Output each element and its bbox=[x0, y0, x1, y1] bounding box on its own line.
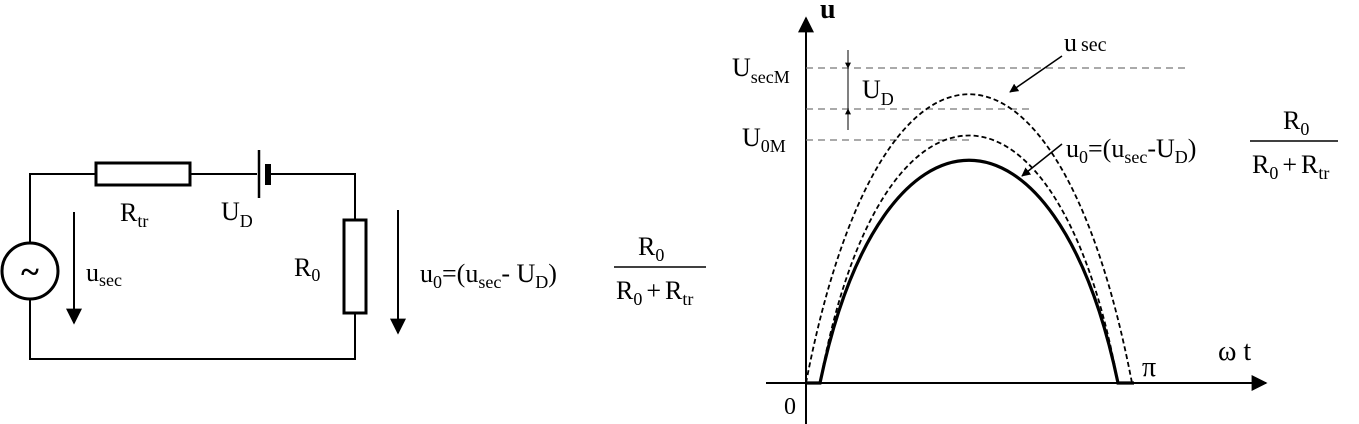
pi-label: π bbox=[1142, 352, 1156, 383]
graph-formula: u0=(usec-UD) R0 R0+Rtr bbox=[1066, 106, 1338, 183]
circuit-formula-numerator: R0 bbox=[638, 232, 664, 265]
y-axis-label: u bbox=[820, 0, 836, 25]
u0m-label: U0M bbox=[742, 123, 786, 156]
graph-formula-main: u0=(usec-UD) bbox=[1066, 134, 1196, 167]
resistor-r0 bbox=[342, 218, 368, 315]
circuit-formula: u0=(usec- UD) R0 R0+Rtr bbox=[420, 232, 706, 309]
rtr-label: Rtr bbox=[120, 198, 148, 231]
origin-label: 0 bbox=[784, 394, 796, 420]
ud-label: UD bbox=[862, 75, 894, 109]
u0-curve bbox=[806, 158, 1134, 385]
circuit: ~ Rtr UD usec R0 u0=(usec- UD) R0 R0+R bbox=[0, 150, 706, 360]
circuit-formula-main: u0=(usec- UD) bbox=[420, 259, 557, 292]
usec-label: usec bbox=[86, 258, 122, 290]
usec-curve bbox=[805, 93, 1133, 384]
circuit-wires bbox=[29, 173, 356, 360]
u0-pointer bbox=[1021, 143, 1063, 177]
x-axis-label: ω t bbox=[1218, 336, 1251, 367]
resistor-rtr bbox=[94, 161, 192, 187]
ud-battery-label: UD bbox=[221, 197, 253, 231]
r0-label: R0 bbox=[294, 253, 320, 285]
usec-pointer bbox=[1009, 55, 1063, 93]
circuit-formula-denominator: R0+Rtr bbox=[616, 276, 693, 309]
ac-source-symbol: ~ bbox=[21, 254, 39, 291]
graph-formula-numerator: R0 bbox=[1283, 106, 1309, 139]
ud-shifted-curve bbox=[819, 134, 1119, 384]
graph-formula-denominator: R0+Rtr bbox=[1252, 150, 1329, 183]
usecm-label: UsecM bbox=[732, 53, 790, 87]
ac-source bbox=[0, 241, 60, 301]
